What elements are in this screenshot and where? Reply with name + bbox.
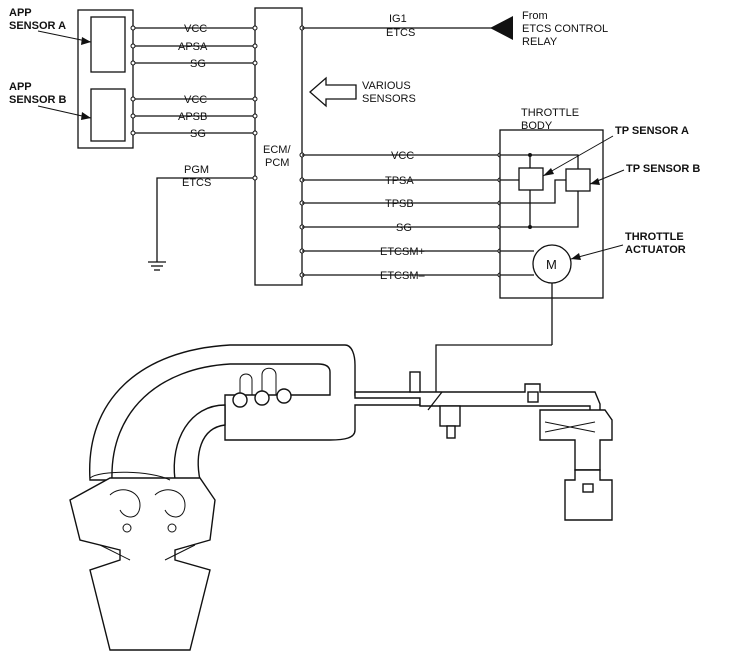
from-label: From xyxy=(522,10,548,22)
app-b-apsb-label: APSB xyxy=(178,111,207,123)
throttle-body-label-line2: BODY xyxy=(521,120,553,132)
app-sensor-b-arrowhead xyxy=(81,112,91,120)
app-a-vcc-label: VCC xyxy=(184,23,207,35)
app-sensor-a-arrowhead xyxy=(81,37,91,45)
app-a-sg-label: SG xyxy=(190,58,206,70)
app-sensor-b-label-line1: APP xyxy=(9,81,32,93)
pgm-etcs-label: ETCS xyxy=(182,177,211,189)
tp-sensor-b-element xyxy=(565,168,591,192)
etcsm-minus-label: ETCSM– xyxy=(380,270,426,282)
app-sensor-b-label-line2: SENSOR B xyxy=(9,94,67,106)
relay-label-line2: RELAY xyxy=(522,36,558,48)
motor-symbol: M xyxy=(546,257,557,272)
app-sensor-b-element xyxy=(90,88,126,142)
tp-sensor-b-arrowhead xyxy=(590,178,600,185)
tpsa-label: TPSA xyxy=(385,175,414,187)
tp-sg-label: SG xyxy=(396,222,412,234)
throttle-body-label-line1: THROTTLE xyxy=(521,107,579,119)
throttle-actuator-motor: M xyxy=(435,244,572,395)
tpsb-label: TPSB xyxy=(385,198,414,210)
ecm-pcm-box xyxy=(254,7,303,286)
various-sensors-label-line2: SENSORS xyxy=(362,93,416,105)
throttle-body-wires xyxy=(302,152,503,278)
pgm-label: PGM xyxy=(184,164,209,176)
throttle-actuator-label-line1: THROTTLE xyxy=(625,231,684,243)
throttle-actuator-label-line2: ACTUATOR xyxy=(625,244,686,256)
tp-sensor-a-element xyxy=(518,167,544,191)
tp-sensor-a-arrowhead xyxy=(543,168,554,176)
tp-vcc-label: VCC xyxy=(391,150,414,162)
intake-system-illustration xyxy=(69,344,613,651)
app-sensor-a-label-line2: SENSOR A xyxy=(9,20,66,32)
ecm-label-line2: PCM xyxy=(265,157,289,169)
ig1-etcs-label: ETCS xyxy=(386,27,415,39)
throttle-actuator-arrowhead xyxy=(571,253,581,260)
ig1-label: IG1 xyxy=(389,13,407,25)
tp-sensor-a-label: TP SENSOR A xyxy=(615,125,689,137)
app-b-vcc-label: VCC xyxy=(184,94,207,106)
app-b-sg-label: SG xyxy=(190,128,206,140)
various-sensors-label-line1: VARIOUS xyxy=(362,80,411,92)
tp-sensor-b-label: TP SENSOR B xyxy=(626,163,700,175)
app-sensor-assembly xyxy=(77,9,134,149)
various-sensors-arrow xyxy=(309,76,357,108)
etcsm-plus-label: ETCSM+ xyxy=(380,246,425,258)
app-sensor-a-element xyxy=(90,16,126,73)
tp-sensor-a-leader xyxy=(542,135,614,177)
app-sensor-wires xyxy=(130,25,255,136)
tp-sensor-circuit xyxy=(500,153,591,229)
ecm-label-line1: ECM/ xyxy=(263,144,291,156)
pgm-etcs-ground-wire xyxy=(148,177,255,271)
relay-arrow xyxy=(490,16,513,40)
app-sensor-a-label-line1: APP xyxy=(9,7,32,19)
relay-label-line1: ETCS CONTROL xyxy=(522,23,608,35)
app-a-apsa-label: APSA xyxy=(178,41,208,53)
